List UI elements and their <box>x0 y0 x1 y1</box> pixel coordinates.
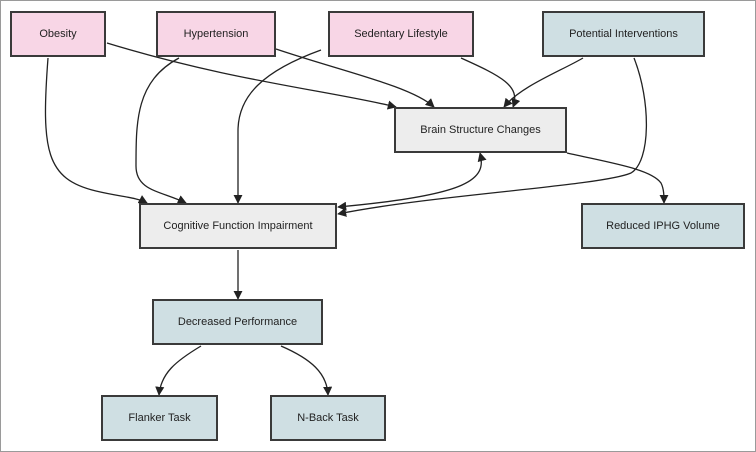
node-sedentary-lifestyle-label: Sedentary Lifestyle <box>354 28 448 40</box>
node-n-back-task: N-Back Task <box>270 395 386 441</box>
node-cognitive-function-impairment-label: Cognitive Function Impairment <box>163 220 313 232</box>
edge-brain-to-ipgh <box>566 152 669 204</box>
node-potential-interventions: Potential Interventions <box>542 11 705 57</box>
edge-hypertension-to-brain <box>275 48 435 108</box>
edge-interventions-to-brain <box>503 57 584 108</box>
node-potential-interventions-label: Potential Interventions <box>569 28 678 40</box>
node-decreased-performance-label: Decreased Performance <box>177 316 298 328</box>
edge-performance-to-flanker <box>155 345 202 396</box>
node-obesity-label: Obesity <box>39 28 77 40</box>
edge-brain-to-cognitive <box>337 152 487 211</box>
edge-sedentary-to-cognitive <box>233 49 322 204</box>
node-reduced-iphg-volume-label: Reduced IPHG Volume <box>606 220 720 232</box>
node-reduced-iphg-volume: Reduced IPHG Volume <box>581 203 745 249</box>
node-decreased-performance: Decreased Performance <box>152 299 323 345</box>
edge-hypertension-to-cognitive <box>135 57 187 204</box>
node-hypertension: Hypertension <box>156 11 276 57</box>
node-flanker-task: Flanker Task <box>101 395 218 441</box>
node-obesity: Obesity <box>10 11 106 57</box>
edge-obesity-to-cognitive <box>44 57 148 204</box>
node-brain-structure-changes-label: Brain Structure Changes <box>420 124 541 136</box>
node-sedentary-lifestyle: Sedentary Lifestyle <box>328 11 474 57</box>
node-cognitive-function-impairment: Cognitive Function Impairment <box>139 203 337 249</box>
node-n-back-task-label: N-Back Task <box>297 412 359 424</box>
node-brain-structure-changes: Brain Structure Changes <box>394 107 567 153</box>
edge-performance-to-nback <box>280 345 333 396</box>
edge-obesity-to-brain <box>106 42 397 110</box>
node-hypertension-label: Hypertension <box>183 28 249 40</box>
edge-sedentary-to-brain <box>460 57 521 108</box>
node-flanker-task-label: Flanker Task <box>128 412 191 424</box>
